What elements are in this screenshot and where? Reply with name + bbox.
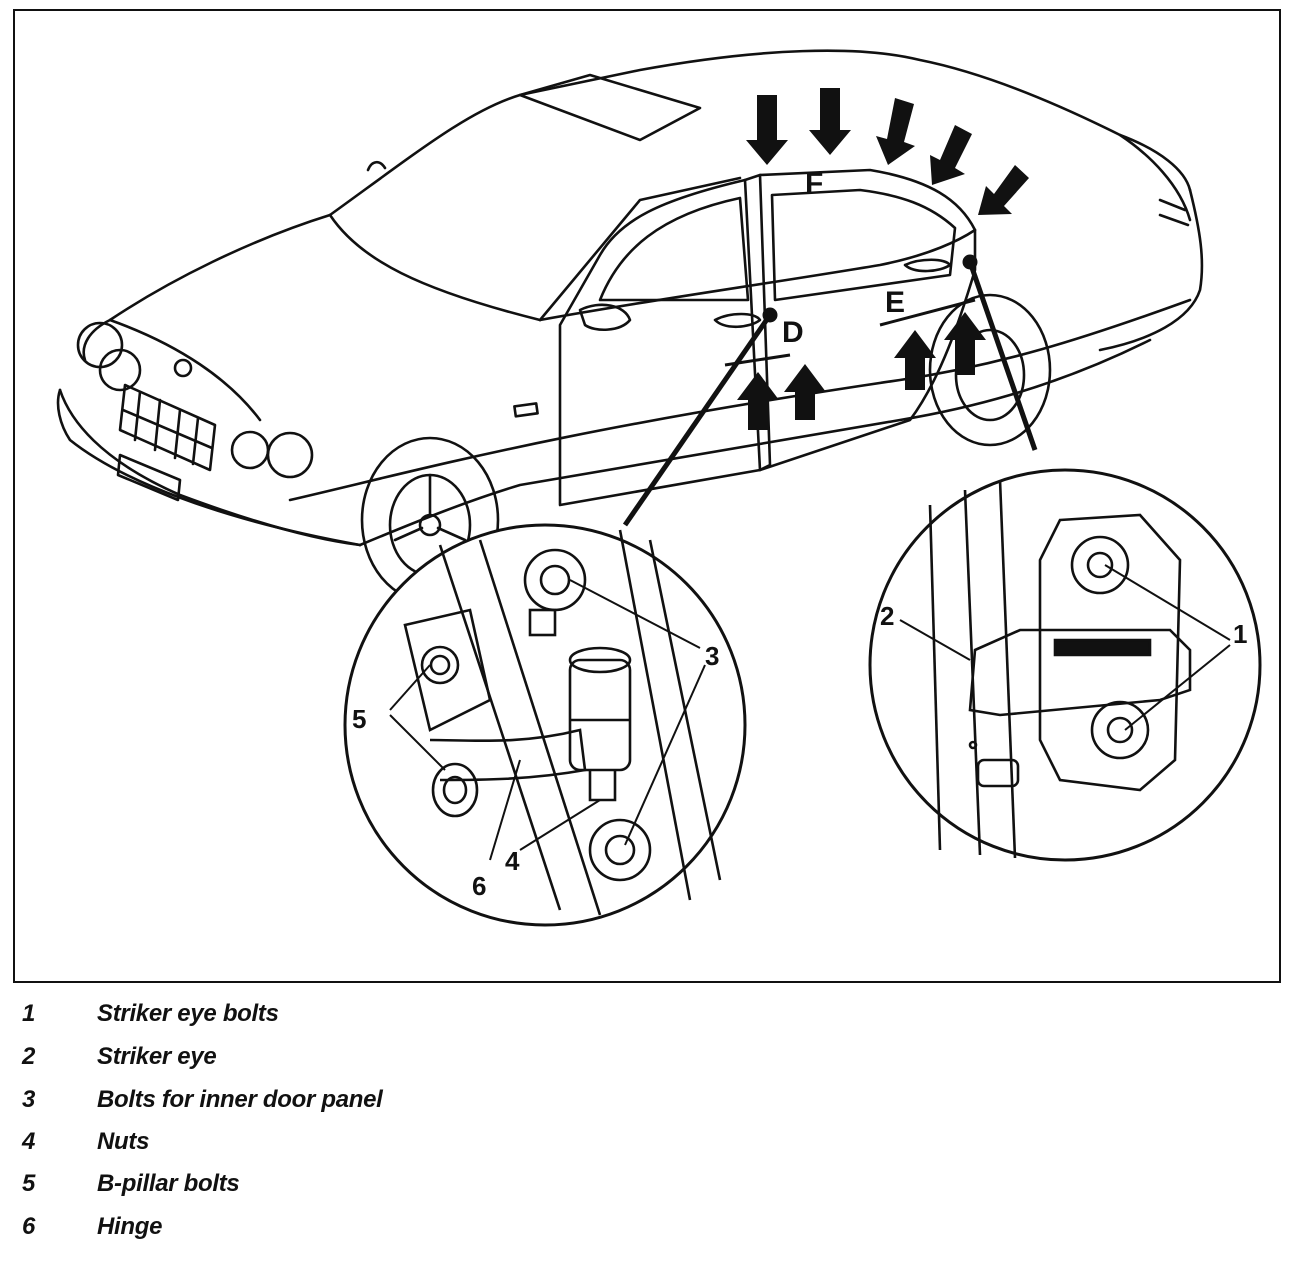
legend-number: 1 bbox=[22, 1000, 36, 1027]
legend-text: Striker eye bolts bbox=[97, 1000, 279, 1027]
arrow-d-1 bbox=[737, 372, 779, 430]
legend-text: Nuts bbox=[97, 1128, 150, 1155]
leader-lines bbox=[622, 254, 1038, 527]
legend-number: 5 bbox=[22, 1170, 36, 1197]
legend-text: B-pillar bolts bbox=[97, 1170, 240, 1197]
legend-item: 5 B-pillar bolts bbox=[0, 1170, 700, 1210]
direction-arrows bbox=[737, 88, 1029, 430]
legend-item: 2 Striker eye bbox=[0, 1043, 700, 1083]
hinge-detail-circle: 3 4 5 6 bbox=[343, 523, 747, 927]
legend-text: Bolts for inner door panel bbox=[97, 1086, 383, 1113]
arrow-f-5 bbox=[978, 165, 1029, 215]
label-d: D bbox=[782, 316, 804, 349]
callout-2: 2 bbox=[880, 601, 894, 631]
legend-number: 2 bbox=[22, 1043, 36, 1070]
arrow-e-1 bbox=[894, 330, 936, 390]
legend-number: 3 bbox=[22, 1086, 36, 1113]
label-e: E bbox=[885, 286, 905, 319]
door-adjustment-diagram: 3 4 5 6 1 2 bbox=[56, 49, 1262, 927]
callout-6: 6 bbox=[472, 871, 486, 901]
legend-number: 6 bbox=[22, 1213, 36, 1240]
callout-5: 5 bbox=[352, 704, 366, 734]
arrow-d-2 bbox=[784, 364, 826, 420]
arrow-e-2 bbox=[944, 312, 986, 375]
car-illustration bbox=[56, 49, 1204, 604]
callout-3: 3 bbox=[705, 641, 719, 671]
arrow-f-4 bbox=[930, 125, 972, 185]
legend-number: 4 bbox=[22, 1128, 36, 1155]
callout-1: 1 bbox=[1233, 619, 1247, 649]
callout-4: 4 bbox=[505, 846, 520, 876]
striker-detail-circle: 1 2 bbox=[868, 468, 1262, 862]
arrow-f-3 bbox=[876, 98, 915, 165]
legend-text: Striker eye bbox=[97, 1043, 217, 1070]
legend-item: 6 Hinge bbox=[0, 1213, 700, 1253]
arrow-f-1 bbox=[746, 95, 788, 165]
legend-item: 4 Nuts bbox=[0, 1128, 700, 1168]
legend-item: 1 Striker eye bolts bbox=[0, 1000, 700, 1040]
arrow-f-2 bbox=[809, 88, 851, 155]
legend-text: Hinge bbox=[97, 1213, 163, 1240]
legend-item: 3 Bolts for inner door panel bbox=[0, 1086, 700, 1126]
label-f: F bbox=[805, 167, 823, 200]
